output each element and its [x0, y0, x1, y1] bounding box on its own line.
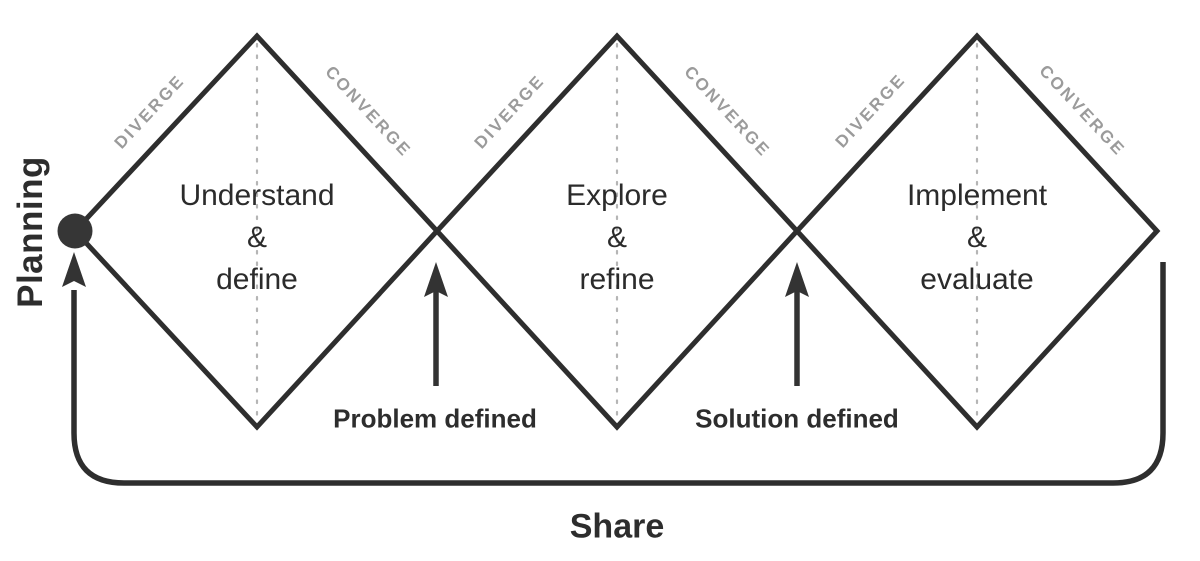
share-label: Share — [569, 507, 665, 546]
diamond-1-title-line-2: & — [246, 221, 268, 254]
diamond-1-title-line-1: Understand — [179, 179, 335, 212]
diamond-1-title: Understand & define — [179, 175, 334, 301]
diamond-2-title-line-3: refine — [579, 263, 655, 296]
solution-defined-arrowhead-icon — [785, 262, 809, 297]
diamond-3-outline — [793, 32, 1161, 431]
diamond-1-title-line-3: define — [216, 263, 298, 296]
diamond-2-title-line-2: & — [606, 221, 627, 254]
problem-defined-arrowhead-icon — [424, 262, 448, 297]
diamond-3-title-line-1: Implement — [906, 179, 1048, 212]
diamond-2-title: Explore & refine — [566, 175, 668, 301]
diamond-3-title-line-2: & — [966, 221, 987, 254]
start-dot — [57, 213, 93, 249]
share-loop-path — [71, 262, 1166, 486]
solution-defined-label: Solution defined — [695, 403, 899, 434]
share-loop-arrowhead-icon — [62, 252, 86, 287]
diamond-2-title-line-1: Explore — [566, 179, 668, 212]
problem-defined-label: Problem defined — [333, 403, 537, 434]
diamond-3-title: Implement & evaluate — [907, 175, 1047, 301]
planning-label: Planning — [11, 156, 50, 308]
diamond-3-title-line-3: evaluate — [920, 263, 1034, 296]
